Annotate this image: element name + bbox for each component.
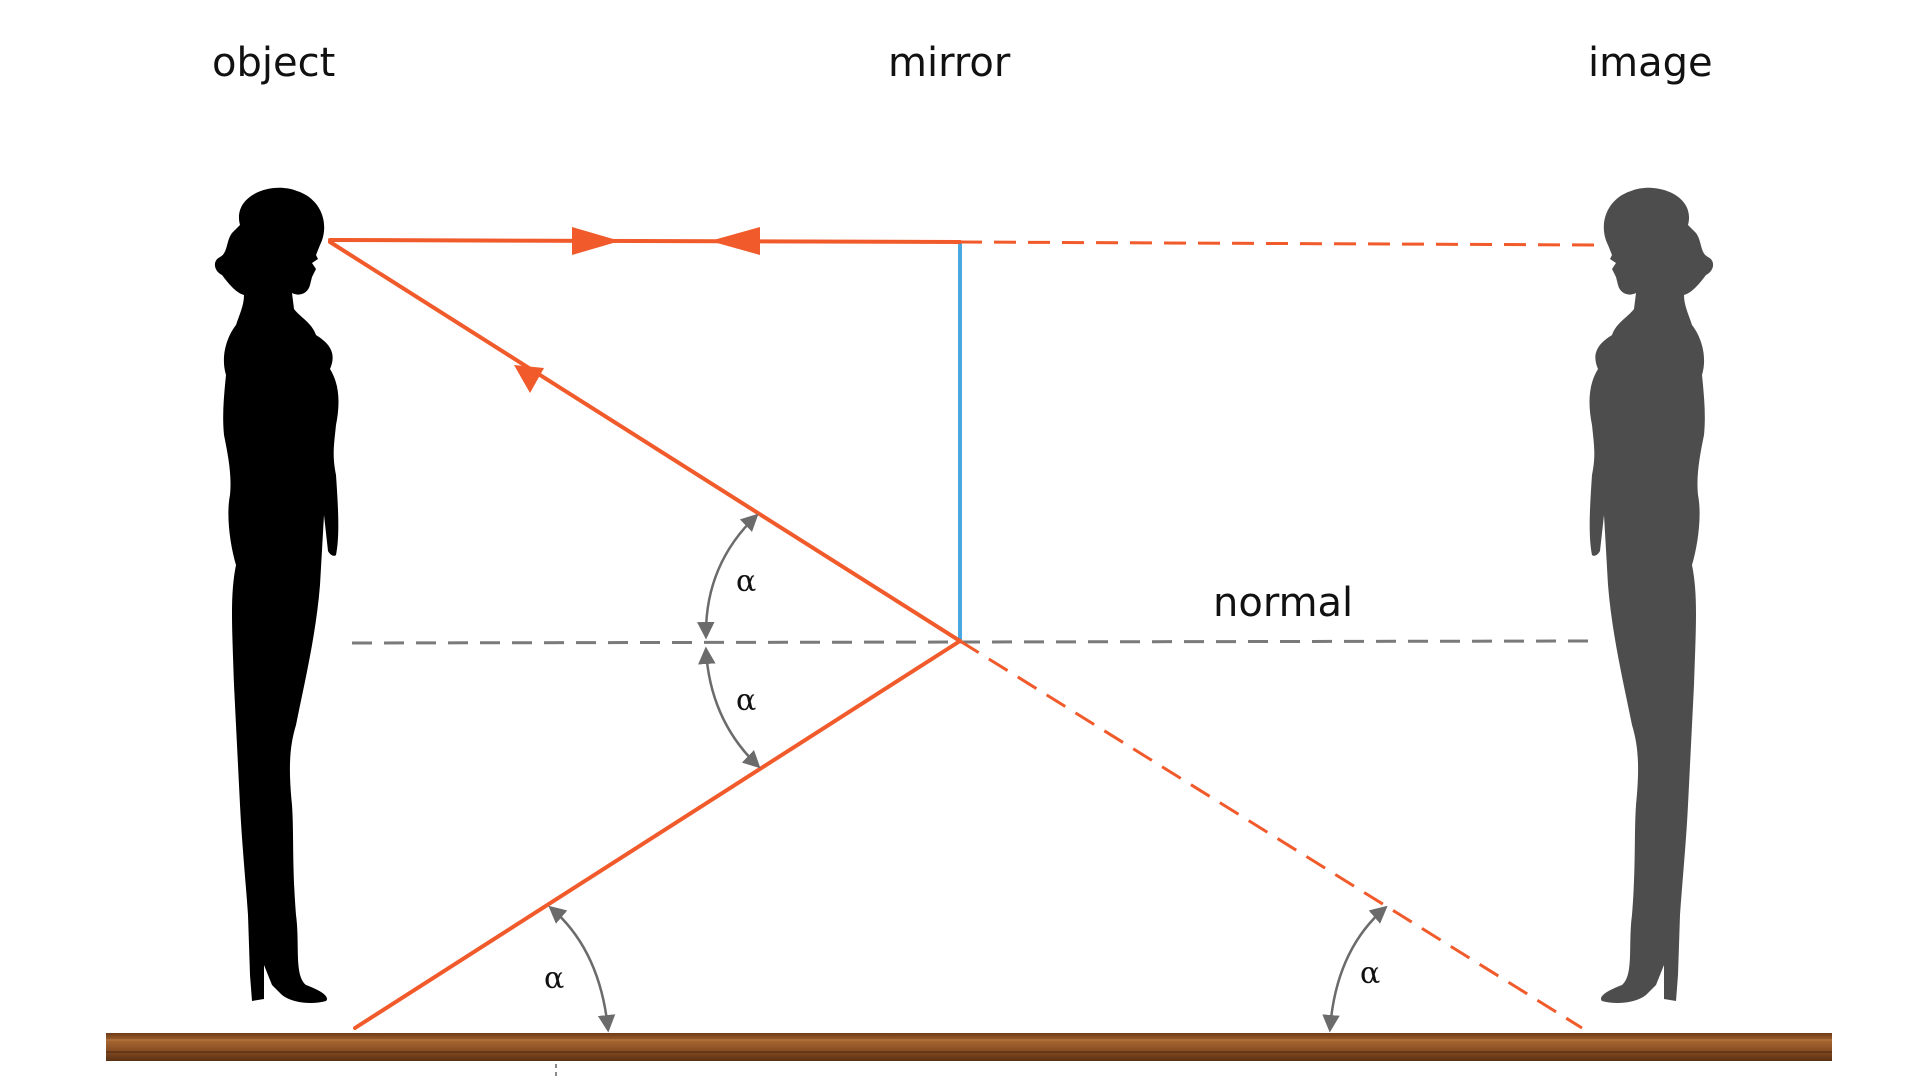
virtual-ray-bottom	[959, 639, 1583, 1030]
angle-label-upper: α	[736, 564, 756, 599]
ray-arrowheads	[514, 227, 760, 393]
object-label: object	[212, 40, 335, 86]
arrowhead-right	[572, 227, 620, 255]
virtual-ray-top	[959, 240, 1599, 247]
angle-arcs	[548, 513, 1388, 1033]
image-silhouette	[1589, 187, 1714, 1004]
angle-label-lower: α	[736, 683, 756, 718]
arrowhead-up-left	[514, 365, 544, 393]
angle-arc-floor-right	[1322, 905, 1388, 1033]
angle-arc-lower	[698, 646, 761, 769]
ray-horizontal	[328, 238, 962, 244]
floor	[106, 1033, 1832, 1061]
arrowhead-left	[710, 227, 760, 255]
normal-line	[351, 639, 1589, 645]
light-rays	[328, 238, 962, 1030]
angle-label-floor-left: α	[544, 961, 564, 996]
mirror-label: mirror	[888, 40, 1011, 86]
normal-label: normal	[1213, 580, 1353, 626]
angle-label-floor-right: α	[1360, 956, 1380, 991]
ray-eye-to-mirror	[328, 240, 962, 643]
angle-arc-floor-left	[548, 905, 616, 1033]
image-label: image	[1588, 40, 1713, 86]
object-silhouette	[214, 187, 339, 1004]
ray-feet-to-mirror	[353, 639, 962, 1030]
angle-arc-upper	[697, 513, 759, 640]
